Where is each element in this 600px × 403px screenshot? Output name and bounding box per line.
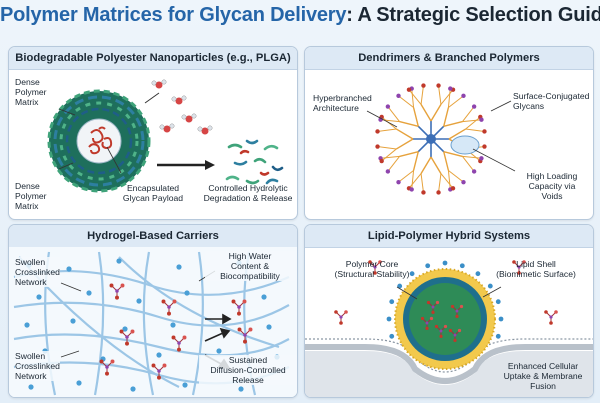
dendrimer-core — [426, 134, 436, 144]
callout-line — [366, 110, 398, 128]
panel-hydrogel: Hydrogel-Based Carriers Swollen Crosslin… — [8, 224, 298, 398]
glycan-icon — [426, 300, 440, 315]
callout-line — [60, 350, 80, 358]
callout-line — [106, 146, 122, 174]
glycan-icon — [161, 299, 177, 316]
page-title: Polymer Matrices for Glycan Delivery: A … — [0, 4, 600, 27]
glycan-icon — [334, 310, 348, 325]
callout-line — [490, 100, 512, 112]
callout-line — [482, 286, 502, 298]
glycan-icon — [99, 359, 115, 376]
label-architecture: Hyperbranched Architecture — [313, 93, 372, 113]
panel-heading: Dendrimers & Branched Polymers — [305, 47, 593, 70]
nanoparticle — [47, 89, 151, 193]
cell-membrane — [305, 338, 593, 397]
label-lipid-shell: Lipid Shell (Biomimetic Surface) — [496, 259, 576, 279]
label-matrix-top: Dense Polymer Matrix — [15, 77, 47, 107]
label-network-bottom: Swollen Crosslinked Network — [15, 351, 60, 381]
glycan-icon — [231, 299, 247, 316]
glycan-icon — [420, 316, 434, 331]
callout-line — [60, 282, 82, 292]
glycan-icon — [151, 363, 167, 380]
glycan-icon — [109, 283, 125, 300]
callout-line — [472, 148, 516, 172]
panel-polyester-nanoparticles: Biodegradable Polyester Nanoparticles (e… — [8, 46, 298, 220]
panel-heading: Biodegradable Polyester Nanoparticles (e… — [9, 47, 297, 70]
callout-line — [58, 162, 74, 170]
label-payload: Encapsulated Glycan Payload — [122, 183, 184, 203]
dendrimer-void — [450, 135, 480, 155]
callout-line — [396, 286, 418, 300]
callout-line — [58, 108, 76, 116]
glycan-icon — [119, 329, 135, 346]
panel-heading: Hydrogel-Based Carriers — [9, 225, 297, 248]
panel-dendrimers: Dendrimers & Branched Polymers Hyperbran… — [304, 46, 594, 220]
glycan-icon — [434, 324, 448, 339]
glycan-icon — [512, 260, 526, 275]
hybrid-illustration — [305, 260, 593, 397]
water-molecules — [151, 79, 213, 135]
label-cellular-uptake: Enhanced Cellular Uptake & Membrane Fusi… — [503, 361, 583, 391]
label-release: Controlled Hydrolytic Degradation & Rele… — [203, 183, 293, 203]
label-water-content: High Water Content & Biocompatibility — [205, 251, 295, 281]
glycan-icon — [237, 327, 253, 344]
release-arrow — [157, 160, 215, 170]
glycan-icon — [544, 310, 558, 325]
pointer-line — [144, 92, 160, 104]
glycan-icon — [448, 328, 462, 343]
label-polymer-core: Polymer Core (Structural Stability) — [334, 259, 410, 279]
released-fragments — [225, 139, 284, 185]
panel-lipid-polymer-hybrid: Lipid-Polymer Hybrid Systems Polymer Cor… — [304, 224, 594, 398]
label-sustained-release: Sustained Diffusion-Controlled Release — [199, 355, 297, 385]
plga-illustration — [47, 79, 284, 193]
title-accent: Polymer Matrices for Glycan Delivery — [0, 4, 347, 26]
glycan-icon — [450, 304, 464, 319]
panel-heading: Lipid-Polymer Hybrid Systems — [305, 225, 593, 248]
dendrimer-illustration — [366, 83, 516, 195]
glycan-icon — [171, 335, 187, 352]
label-surface-glycans: Surface-Conjugated Glycans — [513, 91, 590, 111]
label-network-top: Swollen Crosslinked Network — [15, 257, 60, 287]
label-loading-capacity: High Loading Capacity via Voids — [526, 171, 578, 201]
title-rest: : A Strategic Selection Guide — [346, 4, 600, 26]
glycan-icon — [368, 260, 382, 275]
label-matrix-bottom: Dense Polymer Matrix — [15, 181, 47, 211]
